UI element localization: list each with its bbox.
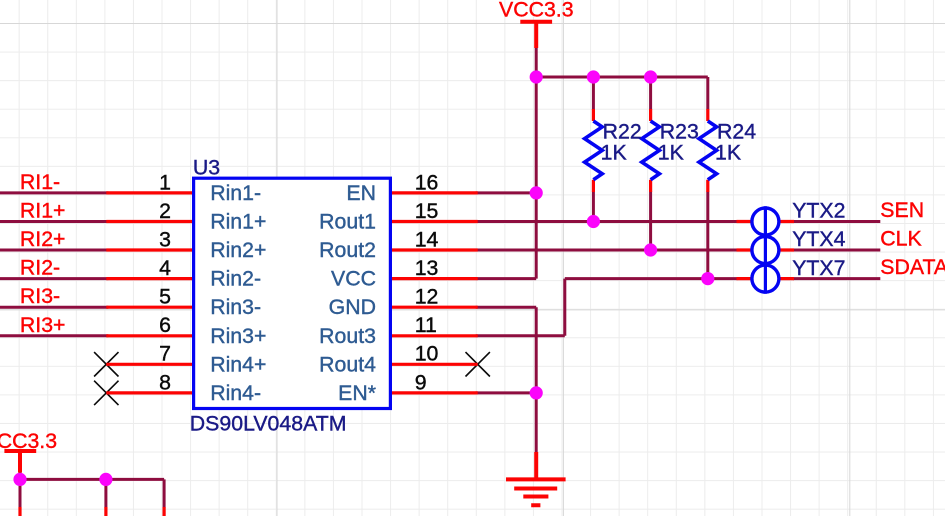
svg-text:Rout1: Rout1 — [319, 210, 376, 234]
svg-text:SEN: SEN — [880, 198, 924, 222]
svg-text:8: 8 — [159, 370, 171, 394]
svg-text:Rout4: Rout4 — [319, 352, 376, 376]
svg-text:YTX4: YTX4 — [792, 227, 845, 251]
svg-text:VCC3.3: VCC3.3 — [499, 0, 574, 22]
svg-text:YTX7: YTX7 — [792, 256, 845, 280]
svg-text:Rin1+: Rin1+ — [210, 210, 266, 234]
svg-text:RI3-: RI3- — [20, 284, 60, 308]
svg-text:RI2-: RI2- — [20, 256, 60, 280]
svg-text:4: 4 — [159, 256, 171, 280]
svg-text:EN*: EN* — [338, 381, 376, 405]
svg-text:15: 15 — [415, 199, 439, 223]
svg-text:Rin4-: Rin4- — [210, 381, 261, 405]
svg-text:Rout2: Rout2 — [319, 238, 376, 262]
svg-text:GND: GND — [329, 295, 376, 319]
svg-text:6: 6 — [159, 313, 171, 337]
svg-text:U3: U3 — [193, 156, 220, 180]
svg-text:RI3+: RI3+ — [20, 313, 66, 337]
svg-text:VCC3.3: VCC3.3 — [0, 429, 57, 453]
svg-text:Rin4+: Rin4+ — [210, 352, 266, 376]
svg-text:10: 10 — [415, 342, 439, 366]
svg-text:1K: 1K — [601, 140, 627, 164]
svg-text:11: 11 — [415, 313, 437, 337]
svg-text:DS90LV048ATM: DS90LV048ATM — [190, 411, 347, 435]
svg-text:RI1-: RI1- — [20, 170, 60, 194]
svg-text:SDATA: SDATA — [880, 255, 945, 279]
svg-text:5: 5 — [159, 285, 171, 309]
svg-text:VCC: VCC — [331, 267, 376, 291]
svg-text:CLK: CLK — [880, 227, 921, 251]
svg-text:13: 13 — [415, 256, 439, 280]
svg-text:2: 2 — [159, 199, 171, 223]
svg-text:3: 3 — [159, 227, 171, 251]
svg-text:R24: R24 — [717, 119, 756, 143]
svg-text:12: 12 — [415, 285, 439, 309]
svg-text:1K: 1K — [715, 140, 741, 164]
svg-text:Rin3+: Rin3+ — [210, 324, 266, 348]
svg-text:1K: 1K — [658, 140, 684, 164]
svg-text:Rout3: Rout3 — [319, 324, 376, 348]
svg-text:Rin2-: Rin2- — [210, 267, 261, 291]
svg-text:R23: R23 — [660, 119, 699, 143]
svg-text:Rin3-: Rin3- — [210, 295, 261, 319]
svg-text:14: 14 — [415, 227, 439, 251]
svg-text:1: 1 — [159, 170, 171, 194]
svg-text:YTX2: YTX2 — [792, 199, 845, 223]
svg-text:Rin2+: Rin2+ — [210, 238, 266, 262]
svg-text:RI1+: RI1+ — [20, 199, 66, 223]
svg-text:7: 7 — [159, 342, 171, 366]
svg-text:R22: R22 — [603, 119, 642, 143]
svg-text:9: 9 — [415, 370, 427, 394]
svg-text:EN: EN — [346, 181, 376, 205]
svg-text:16: 16 — [415, 170, 439, 194]
svg-text:RI2+: RI2+ — [20, 227, 66, 251]
svg-text:Rin1-: Rin1- — [210, 181, 261, 205]
